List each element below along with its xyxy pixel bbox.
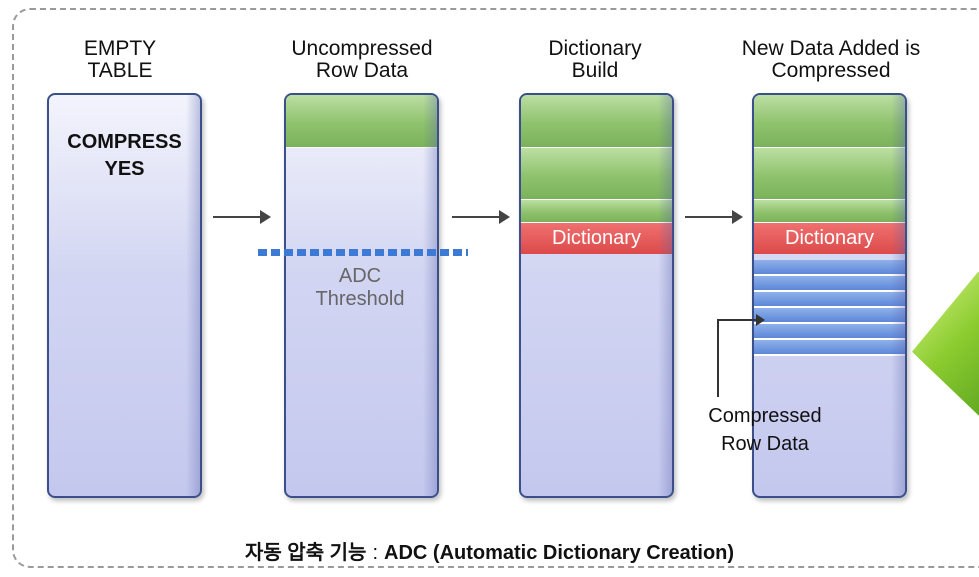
col-title-line1: EMPTY [83, 37, 157, 60]
col-title-line1: Uncompressed [291, 37, 433, 60]
table-new-data-compressed: Dictionary [752, 93, 907, 498]
row-data-block [521, 200, 672, 223]
col-title-uncompressed: Uncompressed Row Data [262, 38, 462, 82]
arrow-right-icon [213, 210, 271, 224]
adc-threshold-line [258, 249, 468, 256]
col-title-line2: Row Data [315, 59, 409, 82]
col-title-new-data: New Data Added is Compressed [731, 38, 931, 82]
diagram-frame [12, 8, 979, 568]
row-data-block [521, 148, 672, 200]
dictionary-block: Dictionary [521, 223, 672, 254]
compressed-row-block [754, 324, 905, 340]
dictionary-block: Dictionary [754, 223, 905, 254]
compress-value: YES [104, 158, 145, 180]
callout-arrow-icon [717, 314, 765, 326]
compressed-row-block [754, 340, 905, 356]
compress-label: COMPRESS [67, 131, 182, 153]
row-data-block [754, 200, 905, 223]
row-data-block [754, 95, 905, 148]
row-data-block [754, 148, 905, 200]
col-title-line1: Dictionary [548, 37, 642, 60]
caption-separator: : [372, 542, 379, 564]
col-title-line2: Build [571, 59, 619, 82]
adc-label-line1: ADC [338, 265, 382, 287]
col-title-line2: Compressed [771, 59, 891, 82]
row-data-block [286, 95, 437, 148]
table-uncompressed [284, 93, 439, 498]
compressed-row-block [754, 308, 905, 324]
row-data-block [521, 95, 672, 148]
crd-label-line1: Compressed [708, 405, 822, 427]
diagram-caption: 자동 압축 기능:ADC (Automatic Dictionary Creat… [0, 536, 979, 565]
crd-label-line2: Row Data [721, 433, 809, 455]
adc-threshold-label: ADC Threshold [290, 265, 430, 311]
callout-connector [717, 319, 719, 397]
table-empty: COMPRESS YES [47, 93, 202, 498]
arrow-right-icon [452, 210, 510, 224]
compress-option-text: COMPRESS YES [49, 129, 200, 183]
compressed-row-block [754, 292, 905, 308]
adc-label-line2: Threshold [315, 288, 405, 310]
compressed-row-block [754, 276, 905, 292]
col-title-dictionary-build: Dictionary Build [495, 38, 695, 82]
compressed-row-block [754, 260, 905, 276]
col-title-line1: New Data Added is [741, 37, 921, 60]
caption-english: ADC (Automatic Dictionary Creation) [384, 542, 735, 564]
col-title-empty-table: EMPTY TABLE [20, 38, 220, 82]
arrow-right-icon [685, 210, 743, 224]
compressed-row-data-label: Compressed Row Data [675, 402, 855, 458]
col-title-line2: TABLE [87, 59, 153, 82]
table-dictionary-build: Dictionary [519, 93, 674, 498]
caption-korean: 자동 압축 기능 [244, 542, 367, 564]
